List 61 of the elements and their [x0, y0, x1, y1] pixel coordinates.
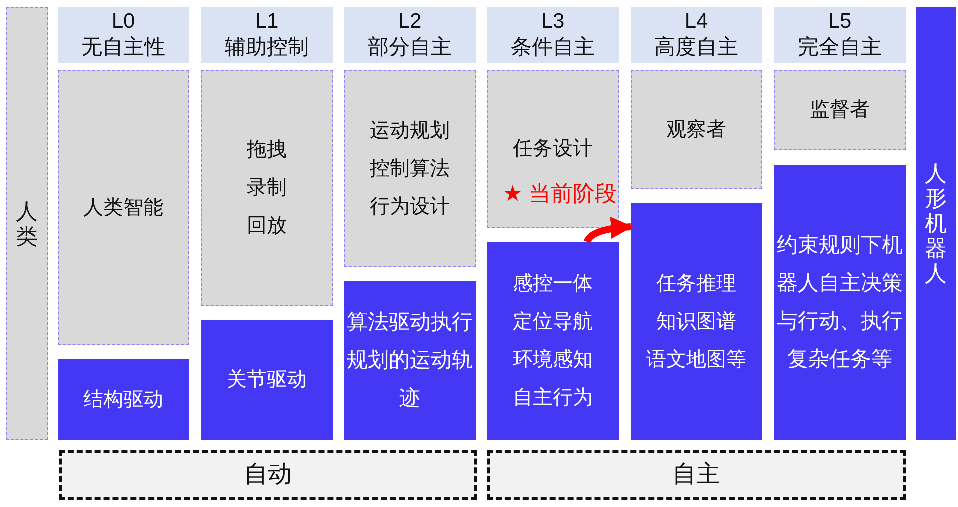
group-band: [59, 450, 477, 500]
panel-text: 回放: [247, 214, 287, 239]
capability-panel: [58, 359, 189, 440]
capability-panel: [201, 320, 333, 440]
level-header: [631, 7, 762, 63]
level-header: [201, 7, 333, 63]
level-title: 高度自主: [654, 35, 738, 61]
panel-text: 结构驱动: [84, 388, 164, 412]
panel-text: 关节驱动: [227, 368, 307, 393]
level-title: 无自主性: [82, 35, 166, 61]
panel-text: 定位导航: [513, 310, 593, 335]
level-header: [344, 7, 476, 63]
role-panel: [58, 70, 189, 345]
level-header: [487, 7, 619, 63]
panel-text: 行为设计: [370, 194, 450, 220]
panel-text: 运动规划: [370, 118, 450, 144]
level-header: [774, 7, 906, 63]
panel-text: 任务推理: [656, 272, 736, 296]
panel-text: 监督者: [810, 98, 870, 123]
role-panel: [201, 70, 333, 306]
level-title: 完全自主: [798, 35, 882, 61]
level-title: 部分自主: [368, 35, 452, 61]
level-header: [58, 7, 189, 63]
capability-panel: [487, 242, 619, 440]
role-panel: [631, 70, 762, 189]
capability-panel: [774, 165, 906, 440]
panel-text: 观察者: [666, 118, 726, 142]
level-title: 条件自主: [511, 35, 595, 61]
level-code: L5: [828, 9, 852, 35]
panel-text: 任务设计: [513, 137, 593, 162]
panel-text: 拖拽: [247, 138, 287, 163]
panel-text: 控制算法: [370, 156, 450, 182]
panel-text: 录制: [247, 176, 287, 201]
level-code: L4: [684, 9, 708, 35]
side-bar: [6, 7, 48, 440]
panel-text: 感控一体: [513, 272, 593, 297]
panel-text: 环境感知: [513, 348, 593, 373]
level-code: L0: [112, 9, 136, 35]
side-label: 人类: [16, 198, 38, 248]
role-panel: [344, 70, 476, 267]
band-label: 自主: [672, 460, 720, 490]
panel-text: 约束规则下机器人自主决策与行动、执行复杂任务等: [776, 232, 904, 372]
panel-text: 语文地图等: [646, 348, 746, 372]
side-label: 人形机器人: [924, 161, 948, 286]
panel-text: 知识图谱: [656, 310, 736, 334]
panel-text: 算法驱动执行规划的运动轨迹: [346, 310, 474, 412]
panel-text: 人类智能: [84, 196, 164, 220]
group-band: [487, 450, 906, 500]
capability-panel: [631, 203, 762, 440]
curved-arrow: [584, 217, 633, 244]
level-title: 辅助控制: [225, 35, 309, 61]
role-panel: [487, 70, 619, 228]
band-label: 自动: [244, 460, 292, 490]
level-code: L2: [398, 9, 422, 35]
level-code: L3: [541, 9, 565, 35]
capability-panel: [344, 281, 476, 440]
level-code: L1: [255, 9, 279, 35]
stage-note: ★ 当前阶段: [503, 181, 617, 207]
role-panel: [774, 70, 906, 150]
panel-text: 自主行为: [513, 386, 593, 411]
side-bar: [916, 7, 956, 440]
